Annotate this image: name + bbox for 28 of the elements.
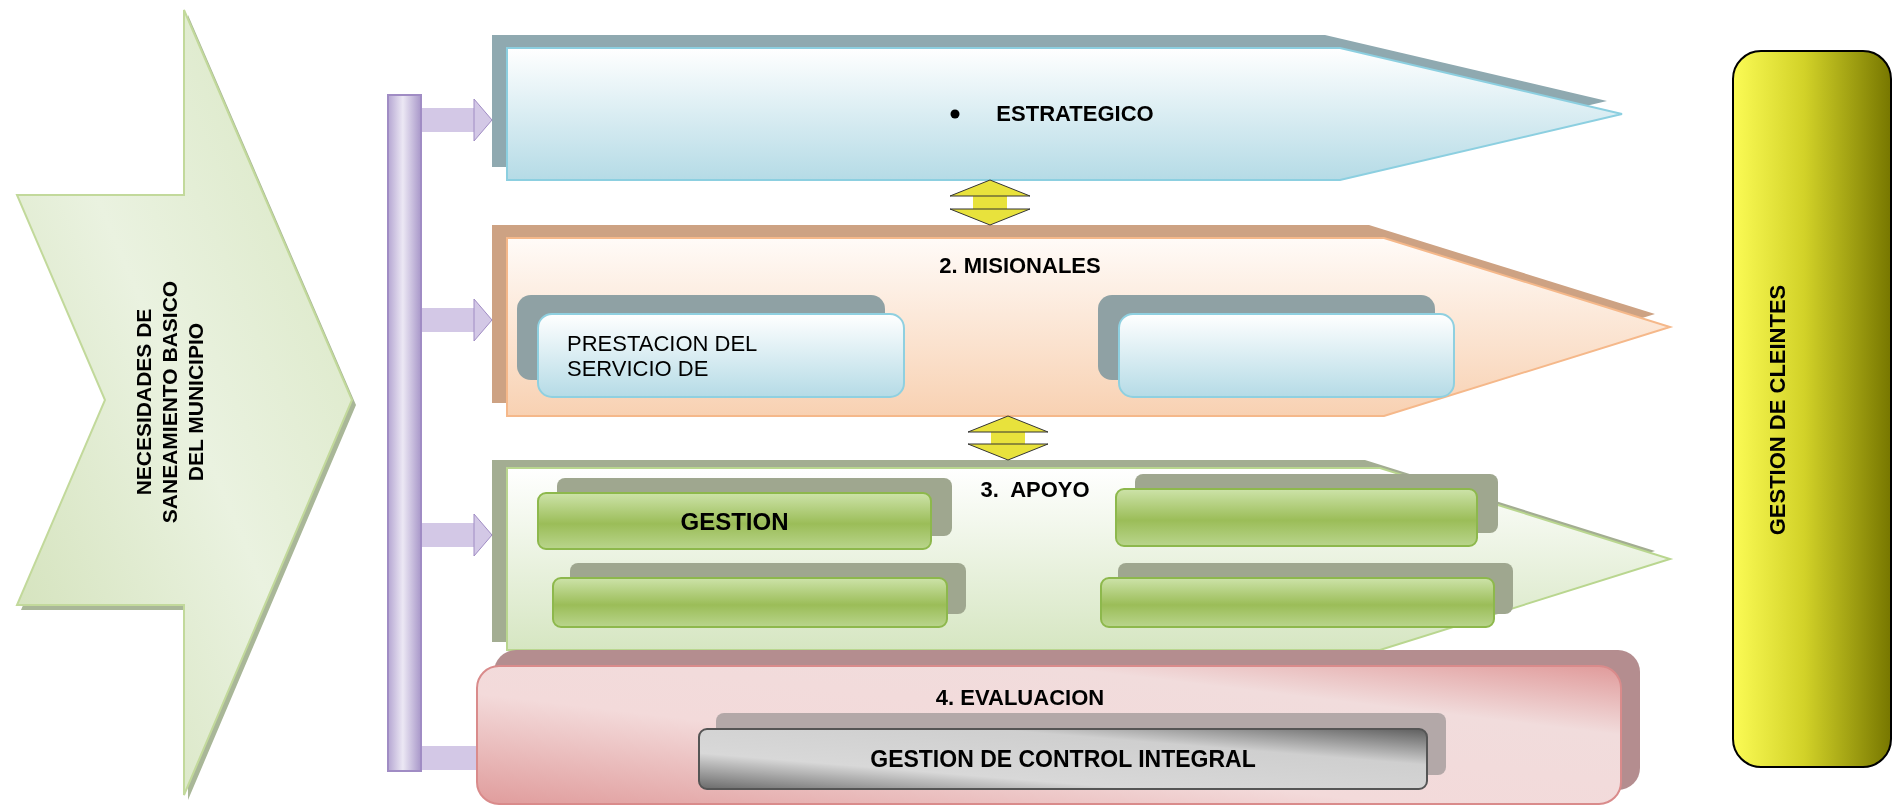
block-arrow	[949, 179, 1031, 226]
vertical-panel	[1732, 50, 1892, 768]
rounded-box	[1100, 563, 1513, 628]
rounded-box	[1098, 295, 1455, 398]
block-arrow	[422, 298, 493, 342]
band-title: 2. MISIONALES	[939, 253, 1101, 279]
band-title: 3. APOYO	[980, 477, 1090, 503]
chevron-arrow	[17, 10, 356, 800]
rounded-box	[476, 650, 1640, 805]
vertical-bar	[387, 94, 422, 772]
band-title: ESTRATEGICO	[996, 101, 1154, 127]
panel-label: GESTION DE CLEINTES	[1765, 283, 1791, 538]
box-label: GESTION DE CONTROL INTEGRAL	[869, 746, 1257, 772]
chevron-band	[492, 225, 1670, 416]
box-label: GESTION	[679, 507, 790, 535]
block-arrow	[967, 415, 1049, 461]
rounded-box	[517, 295, 905, 398]
rounded-box	[552, 563, 966, 628]
rounded-box	[698, 713, 1446, 790]
chevron-band	[492, 460, 1670, 650]
block-arrow	[422, 513, 493, 557]
rounded-box	[1115, 474, 1498, 547]
rounded-box	[537, 478, 952, 550]
arrow-label: NECESIDADES DE SANEAMIENTO BASICO DEL MUNICIPIO	[131, 279, 208, 526]
box-label: PRESTACION DEL SERVICIO DE	[567, 330, 758, 381]
block-arrow	[422, 98, 493, 142]
band-title: 4. EVALUACION	[935, 685, 1105, 711]
chevron-band	[492, 35, 1622, 180]
